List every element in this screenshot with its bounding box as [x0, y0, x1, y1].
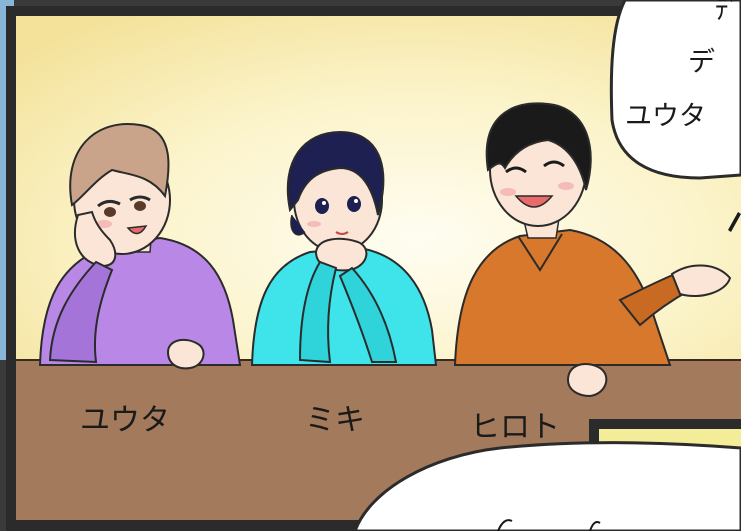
speech-bubble-top-line-2: デ: [688, 47, 715, 78]
character-miki: [250, 130, 438, 366]
name-label-hiroto: ヒロト: [470, 410, 560, 445]
character-yuuta: [38, 123, 242, 370]
name-label-miki: ミキ: [305, 403, 365, 438]
speech-bubble-top-shape: [609, 0, 741, 180]
speech-bubble-bottom-shape: [353, 441, 741, 531]
character-hiroto: [453, 102, 732, 398]
speech-bubble-top-line-3: ユウタ: [625, 101, 706, 132]
speech-bubble-top-line-1: ﾃﾞ: [715, 0, 741, 26]
name-label-yuuta: ユウタ: [80, 403, 170, 438]
